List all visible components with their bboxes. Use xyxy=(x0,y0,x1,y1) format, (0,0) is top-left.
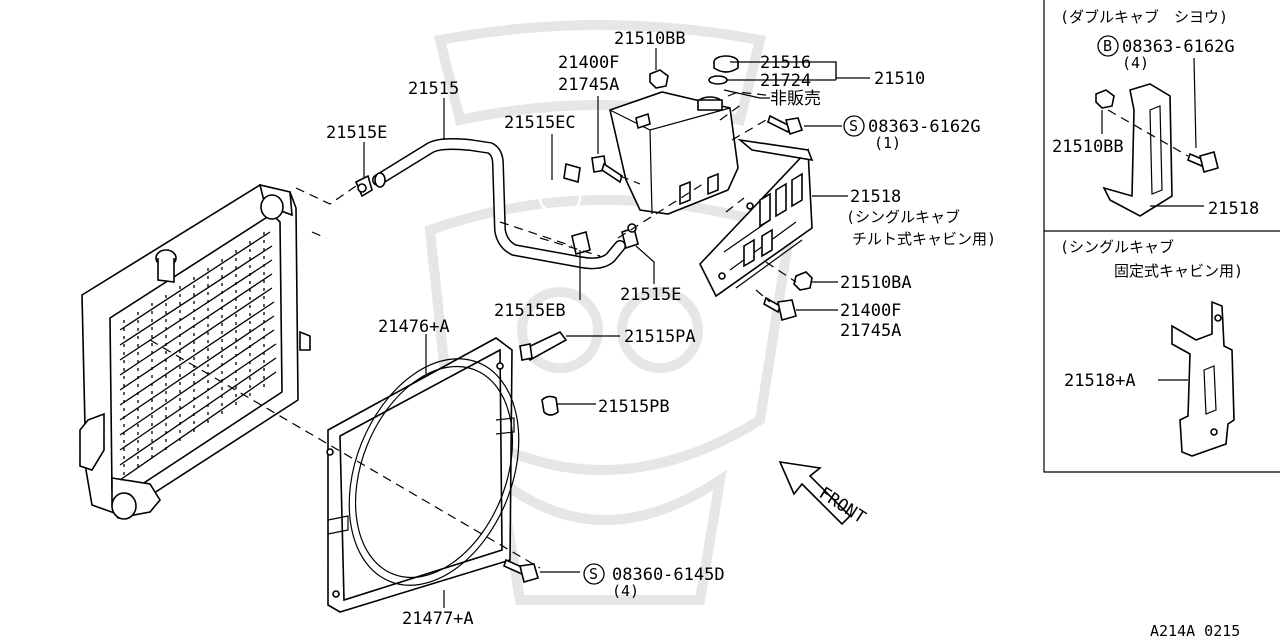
inset-frame xyxy=(1043,0,1280,473)
inset-double-bolt-qty: (4) xyxy=(1122,54,1149,72)
label-21400f-top: 21400F xyxy=(558,53,619,73)
label-21515e-right: 21515E xyxy=(620,285,681,305)
symbol-b xyxy=(1097,35,1119,57)
cap-gasket xyxy=(708,75,728,85)
label-bolt-bottom-code: 08360-6145D xyxy=(612,565,725,585)
label-21745a-bottom: 21745A xyxy=(840,321,901,341)
bolt-21400f-bottom xyxy=(763,296,797,322)
symbol-s-top: S xyxy=(843,115,865,137)
label-21516: 21516 xyxy=(760,53,811,73)
hose-clamp-ring xyxy=(538,162,582,216)
inset-single-bracket: 21518+A xyxy=(1064,371,1136,391)
inset-single-title1: (シングルキャブ xyxy=(1060,238,1174,256)
label-21515e-left: 21515E xyxy=(326,123,387,143)
bolt-08360-bottom xyxy=(503,558,539,583)
bolt-21400f-top xyxy=(591,155,623,184)
clip-21515pb xyxy=(541,395,559,416)
label-21518-note2: チルト式キャビン用) xyxy=(852,230,996,248)
label-21400f-bottom: 21400F xyxy=(840,301,901,321)
label-bolt-top-code: 08363-6162G xyxy=(868,117,981,137)
hose-clamp-left xyxy=(354,174,373,198)
label-21476a: 21476+A xyxy=(378,317,450,337)
tank-bracket xyxy=(699,138,814,298)
inset-double-bolt-code: 08363-6162G xyxy=(1122,37,1235,57)
label-21515pa: 21515PA xyxy=(624,327,696,347)
label-bolt-top-qty: (1) xyxy=(874,134,901,152)
clip-21515pa xyxy=(519,330,568,362)
label-21510bb: 21510BB xyxy=(614,29,686,49)
label-bolt-bottom-qty: (4) xyxy=(612,582,639,600)
radiator xyxy=(79,183,311,520)
inset-single-bracket-shape xyxy=(1171,300,1235,457)
diagram-code: A214A 0215 xyxy=(1150,622,1240,639)
overflow-hose xyxy=(372,138,626,270)
label-21724: 21724 xyxy=(760,71,811,91)
inset-double-bracket-shape xyxy=(1102,83,1173,217)
inset-double-nut: 21510BB xyxy=(1052,137,1124,157)
nut-21510bb xyxy=(649,69,669,89)
fan-shroud xyxy=(326,337,520,613)
label-21515ec: 21515EC xyxy=(504,113,576,133)
label-21515pb: 21515PB xyxy=(598,397,670,417)
label-21515: 21515 xyxy=(408,79,459,99)
inset-double-cab: (ダブルキャブ シヨウ) B 08363-6162G (4) 21510BB 2… xyxy=(1052,8,1259,219)
inset-single-cab: (シングルキャブ 固定式キャビン用) 21518+A xyxy=(1060,238,1243,457)
inset-double-nut-shape xyxy=(1095,89,1115,109)
label-21515eb: 21515EB xyxy=(494,301,566,321)
inset-single-title2: 固定式キャビン用) xyxy=(1114,262,1243,280)
svg-text:S: S xyxy=(849,117,858,135)
hose-clamp-eb xyxy=(571,230,591,256)
assembly-lines xyxy=(149,91,797,569)
label-21510ba: 21510BA xyxy=(840,273,912,293)
leader-lines xyxy=(363,48,870,608)
symbol-s-bottom: S xyxy=(583,563,605,585)
label-hihanbai: 非販売 xyxy=(770,89,821,109)
inset-double-bracket: 21518 xyxy=(1208,199,1259,219)
label-21518-note1: (シングルキャブ xyxy=(846,208,960,226)
hose-clamp-right xyxy=(621,223,639,250)
svg-text:S: S xyxy=(589,565,598,583)
symbol-b-letter: B xyxy=(1103,37,1112,55)
bolt-08363-top xyxy=(767,114,804,136)
label-21477a: 21477+A xyxy=(402,609,474,629)
label-21510: 21510 xyxy=(874,69,925,89)
inset-double-title: (ダブルキャブ シヨウ) xyxy=(1060,8,1228,26)
nut-21510ba xyxy=(793,271,813,291)
front-arrow-icon xyxy=(778,460,852,526)
reservoir-cap xyxy=(713,55,739,73)
label-21745a-top: 21745A xyxy=(558,75,619,95)
reservoir-tank xyxy=(609,91,739,215)
label-21518: 21518 xyxy=(850,187,901,207)
